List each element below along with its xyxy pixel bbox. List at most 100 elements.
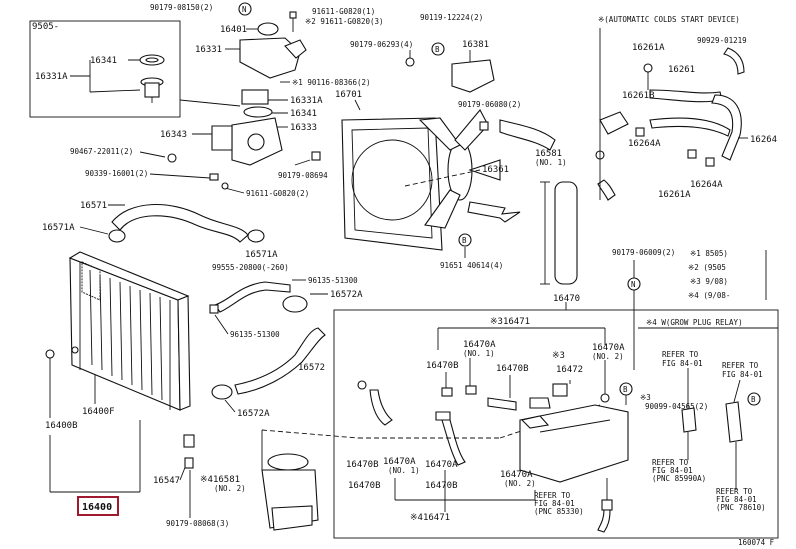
label-91611-g0820-2: 91611-G0820(2) — [246, 189, 309, 198]
box-16470 — [333, 309, 779, 539]
thermostat-icon — [140, 77, 164, 103]
label-9505: 9505- — [32, 22, 59, 32]
label-16470a-2-no: (NO. 2) — [592, 352, 624, 361]
label-16470b-2: 16470B — [496, 364, 529, 374]
label-16470a-3: 16470A — [383, 457, 416, 467]
label-16400b: 16400B — [45, 421, 78, 431]
label-96135-51300-a: 96135-51300 — [308, 276, 358, 285]
svg-text:B: B — [623, 385, 628, 394]
label-16470b-4: 16470B — [348, 481, 381, 491]
fan-clutch-arrow-icon — [467, 201, 521, 223]
label-16261b: 16261B — [622, 91, 655, 101]
label-90099-04565: 90099-04565(2) — [645, 402, 708, 411]
svg-text:B: B — [435, 45, 440, 54]
label-refer-4: REFER TO — [716, 487, 753, 496]
callout-b-mid: B — [458, 233, 472, 247]
label-16331: 16331 — [195, 45, 222, 55]
inset-thermostat-box — [29, 20, 241, 118]
legend-2: ※2 (9505 — [688, 263, 726, 272]
relay-icon — [725, 401, 743, 443]
label-16470b-5: 16470B — [425, 481, 458, 491]
label-16571a-b: 16571A — [245, 250, 278, 260]
label-90119-12224: 90119-12224(2) — [420, 13, 483, 22]
label-16341-inset: 16341 — [90, 56, 117, 66]
stud-icon — [209, 173, 219, 181]
thermostat-gasket-icon — [139, 54, 165, 66]
label-416581: ※416581 — [200, 475, 240, 485]
label-refer-2: REFER TO — [722, 361, 759, 370]
svg-text:N: N — [631, 280, 636, 289]
label-16381: 16381 — [462, 40, 489, 50]
hose-16261-icon — [649, 89, 723, 103]
clamp-16572a-icon — [282, 295, 308, 313]
upper-hose-icon — [111, 203, 249, 243]
label-90339-16001: 90339-16001(2) — [85, 169, 148, 178]
label-16572a-b: 16572A — [237, 409, 270, 419]
hose-16581-icon — [499, 119, 556, 151]
label-96135-51300-b: 96135-51300 — [230, 330, 280, 339]
label-refer-5c: (PNC 85330) — [534, 507, 584, 516]
label-91611-g0820-3: ※2 91611-G0820(3) — [305, 17, 384, 26]
label-refer-5b: FIG 84-01 — [534, 499, 575, 508]
label-refer-5: REFER TO — [534, 491, 571, 500]
nut-icon — [311, 151, 321, 161]
label-90467-22011: 90467-22011(2) — [70, 147, 133, 156]
label-16400f: 16400F — [82, 407, 115, 417]
legend-4: ※4 (9/08- — [688, 291, 730, 300]
label-16470a-1: 16470A — [463, 340, 496, 350]
label-16470a-4: 16470A — [425, 460, 458, 470]
label-16341: 16341 — [290, 109, 317, 119]
label-16470a-1-no: (NO. 1) — [463, 349, 495, 358]
valve-16472-icon — [552, 383, 568, 397]
legend-1: ※1 8505) — [690, 249, 728, 258]
label-16400: 16400 — [82, 502, 112, 513]
valve-icon — [599, 111, 629, 135]
label-3: ※3 — [552, 351, 565, 361]
label-91611-g0820-1: 91611-G0820(1) — [312, 7, 375, 16]
label-16343: 16343 — [160, 130, 187, 140]
radiator-cap-icon — [257, 22, 279, 36]
label-16261a: 16261A — [632, 43, 665, 53]
cooling-fan-icon — [418, 109, 501, 229]
svg-text:N: N — [242, 5, 247, 14]
shroud-side-view-icon — [540, 181, 578, 285]
water-outlet-icon — [239, 37, 301, 79]
label-16331a-inset: 16331A — [35, 72, 68, 82]
label-refer-2b: FIG 84-01 — [722, 370, 763, 379]
label-16470a-5-no: (NO. 2) — [504, 479, 536, 488]
label-16581: 16581 — [535, 149, 562, 159]
legend-3: ※3 9/08) — [690, 277, 728, 286]
label-16472: 16472 — [556, 365, 583, 375]
label-16470b-1: 16470B — [426, 361, 459, 371]
label-16571: 16571 — [80, 201, 107, 211]
callout-n: N — [238, 2, 252, 16]
label-refer-1b: FIG 84-01 — [662, 359, 703, 368]
label-90179-08068: 90179-08068(3) — [166, 519, 229, 528]
highlighted-part-16400 — [77, 496, 119, 516]
label-16572a: 16572A — [330, 290, 363, 300]
label-90179-08694: 90179-08694 — [278, 171, 328, 180]
thermostat-housing-icon — [231, 89, 283, 166]
label-90179-06293: 90179-06293(4) — [350, 40, 413, 49]
label-auto-cold-start-title: ※(AUTOMATIC COLDS START DEVICE) — [598, 15, 740, 24]
label-refer-4c: (PNC 78610) — [716, 503, 766, 512]
label-16261: 16261 — [668, 65, 695, 75]
label-16264a: 16264A — [628, 139, 661, 149]
label-16470a-2: 16470A — [592, 343, 625, 353]
label-refer-3c: (PNC 85990A) — [652, 474, 706, 483]
clip-icon — [167, 153, 177, 163]
label-16572: 16572 — [298, 363, 325, 373]
callout-b-box: B — [619, 382, 633, 396]
relay-bracket-icon — [681, 407, 697, 433]
hose-16470b-icon — [369, 389, 393, 426]
gasket-icon — [211, 125, 233, 151]
radiator-icon — [68, 251, 191, 411]
label-refer-1: REFER TO — [662, 350, 699, 359]
callout-b-top: B — [431, 42, 445, 56]
label-16470a-3-no: (NO. 1) — [388, 466, 420, 475]
reserve-tank-icon — [261, 453, 319, 531]
hose-16470a-icon — [441, 419, 466, 466]
label-3-plus: ※3 — [640, 393, 651, 402]
